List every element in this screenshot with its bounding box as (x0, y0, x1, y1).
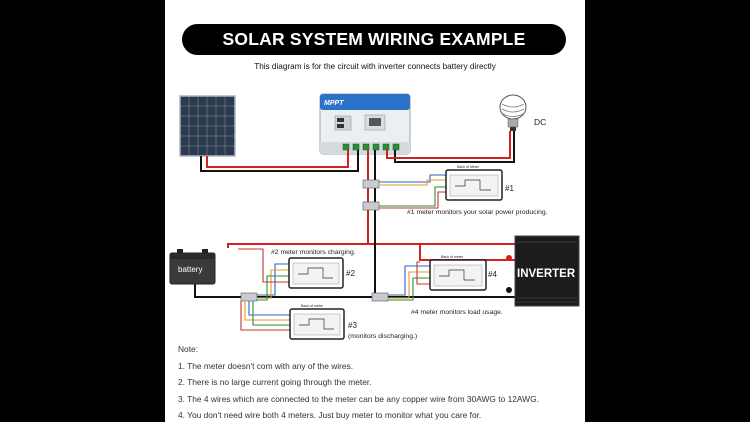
controller-brand: MPPT (324, 100, 344, 107)
meter-2-number: #2 (346, 269, 355, 278)
diagram-frame: SOLAR SYSTEM WIRING EXAMPLE This diagram… (165, 0, 585, 422)
meter-4: Back of meter #4 (429, 255, 497, 291)
meter-1: Back of Meter #1 (445, 165, 514, 201)
dc-bulb (499, 94, 527, 131)
inverter: INVERTER (506, 235, 580, 307)
diagram-subtitle: This diagram is for the circuit with inv… (254, 62, 496, 71)
sense-wires (238, 174, 446, 331)
meter-4-number: #4 (488, 270, 497, 279)
meter-1-back-label: Back of Meter (457, 165, 480, 169)
notes-section: Note: 1. The meter doesn't com with any … (178, 341, 539, 422)
solar-panel (179, 95, 236, 157)
charge-controller: MPPT (319, 93, 411, 155)
meter-3-number: #3 (348, 321, 357, 330)
main-wires (194, 131, 515, 298)
notes-heading: Note: (178, 344, 199, 354)
inverter-label: INVERTER (517, 268, 576, 280)
diagram-title: SOLAR SYSTEM WIRING EXAMPLE (182, 24, 566, 55)
meter-4-caption: #4 meter monitors load usage. (411, 309, 503, 316)
wiring-diagram: MPPT DC (169, 93, 580, 340)
note-item: 4. You don't need wire both 4 meters. Ju… (178, 410, 482, 420)
meter-2: #2 (288, 257, 355, 289)
dc-label: DC (534, 117, 546, 127)
meter-1-caption: #1 meter monitors your solar power produ… (407, 209, 548, 216)
meter-3-caption: (monitors discharging.) (348, 333, 417, 340)
battery: battery (169, 249, 216, 285)
note-item: 1. The meter doesn't com with any of the… (178, 360, 354, 371)
note-item: 3. The 4 wires which are connected to th… (178, 393, 539, 404)
note-item: 2. There is no large current going throu… (178, 377, 372, 387)
battery-label: battery (178, 265, 202, 274)
meter-3-back-label: Back of meter (301, 304, 324, 308)
meter-1-number: #1 (505, 184, 514, 193)
meter-2-caption: #2 meter monitors charging. (271, 249, 356, 256)
meter-3: Back of meter #3 (289, 304, 357, 340)
shunts (240, 179, 389, 302)
meter-4-back-label: Back of meter (441, 255, 464, 259)
